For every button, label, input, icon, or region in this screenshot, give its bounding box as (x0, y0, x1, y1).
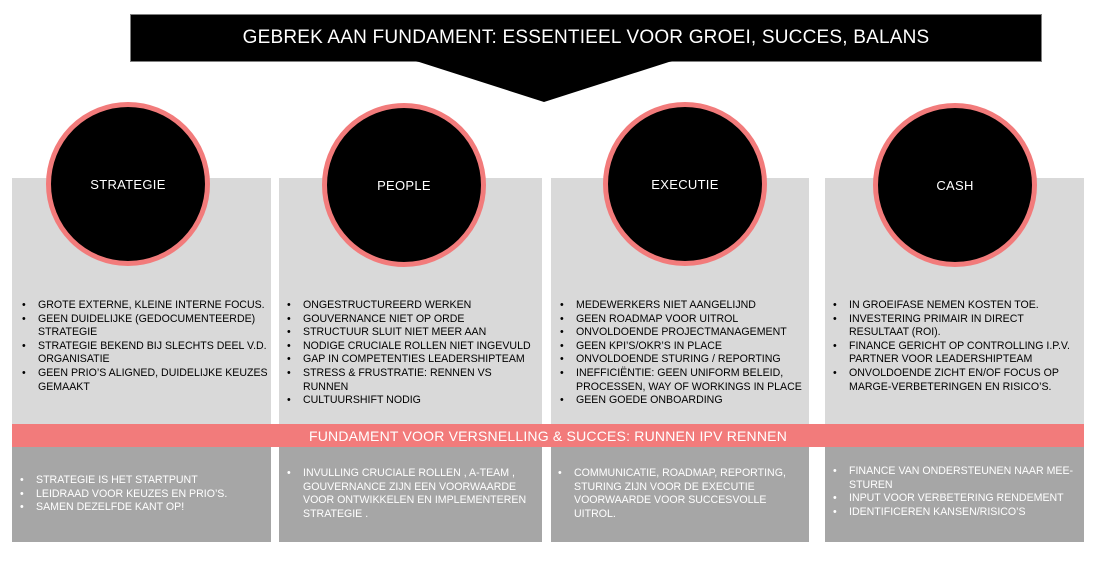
list-item: FINANCE GERICHT OP CONTROLLING I.P.V. PA… (833, 340, 1079, 367)
list-item: COMMUNICATIE, ROADMAP, REPORTING, STURIN… (558, 467, 802, 521)
list-item: ONGESTRUCTUREERD WERKEN (287, 299, 539, 313)
list-item: GEEN KPI’S/OKR’S IN PLACE (560, 340, 806, 354)
people-solution-list: INVULLING CRUCIALE ROLLEN , A-TEAM , GOU… (287, 467, 533, 521)
list-item: STRUCTUUR SLUIT NIET MEER AAN (287, 326, 539, 340)
list-item: CULTUURSHIFT NODIG (287, 394, 539, 408)
list-item: GEEN ROADMAP VOOR UITROL (560, 313, 806, 327)
list-item: GEEN PRIO’S ALIGNED, DUIDELIJKE KEUZES G… (22, 367, 268, 394)
list-item: GEEN GOEDE ONBOARDING (560, 394, 806, 408)
list-item: GOUVERNANCE NIET OP ORDE (287, 313, 539, 327)
list-item: STRESS & FRUSTRATIE: RENNEN VS RUNNEN (287, 367, 539, 394)
circle-executie: EXECUTIE (603, 102, 767, 266)
list-item: ONVOLDOENDE ZICHT EN/OF FOCUS OP MARGE-V… (833, 367, 1079, 394)
list-item: ONVOLDOENDE PROJECTMANAGEMENT (560, 326, 806, 340)
strategie-solution-list: STRATEGIE IS HET STARTPUNT LEIDRAAD VOOR… (20, 474, 266, 515)
list-item: STRATEGIE BEKEND BIJ SLECHTS DEEL V.D. O… (22, 340, 268, 367)
people-problem-list: ONGESTRUCTUREERD WERKEN GOUVERNANCE NIET… (287, 299, 539, 408)
list-item: GAP IN COMPETENTIES LEADERSHIPTEAM (287, 353, 539, 367)
list-item: GROTE EXTERNE, KLEINE INTERNE FOCUS. (22, 299, 268, 313)
fundament-band: FUNDAMENT VOOR VERSNELLING & SUCCES: RUN… (12, 424, 1084, 447)
list-item: LEIDRAAD VOOR KEUZES EN PRIO’S. (20, 488, 266, 502)
list-item: GEEN DUIDELIJKE (GEDOCUMENTEERDE) STRATE… (22, 313, 268, 340)
list-item: INPUT VOOR VERBETERING RENDEMENT (833, 492, 1077, 506)
list-item: INVULLING CRUCIALE ROLLEN , A-TEAM , GOU… (287, 467, 533, 521)
list-item: MEDEWERKERS NIET AANGELIJND (560, 299, 806, 313)
list-item: IDENTIFICEREN KANSEN/RISICO’S (833, 506, 1077, 520)
list-item: INEFFICIËNTIE: GEEN UNIFORM BELEID, PROC… (560, 367, 806, 394)
header-title: GEBREK AAN FUNDAMENT: ESSENTIEEL VOOR GR… (130, 14, 1042, 62)
list-item: IN GROEIFASE NEMEN KOSTEN TOE. (833, 299, 1079, 313)
list-item: INVESTERING PRIMAIR IN DIRECT RESULTAAT … (833, 313, 1079, 340)
cash-solution-list: FINANCE VAN ONDERSTEUNEN NAAR MEE-STUREN… (833, 465, 1077, 519)
list-item: FINANCE VAN ONDERSTEUNEN NAAR MEE-STUREN (833, 465, 1077, 492)
strategie-problem-list: GROTE EXTERNE, KLEINE INTERNE FOCUS. GEE… (22, 299, 268, 394)
circle-strategie: STRATEGIE (46, 102, 210, 266)
list-item: SAMEN DEZELFDE KANT OP! (20, 501, 266, 515)
circle-cash: CASH (873, 103, 1037, 267)
cash-problem-list: IN GROEIFASE NEMEN KOSTEN TOE. INVESTERI… (833, 299, 1079, 394)
down-arrow-shape (416, 61, 672, 102)
list-item: STRATEGIE IS HET STARTPUNT (20, 474, 266, 488)
circle-people: PEOPLE (322, 103, 486, 267)
executie-problem-list: MEDEWERKERS NIET AANGELIJND GEEN ROADMAP… (560, 299, 806, 408)
list-item: NODIGE CRUCIALE ROLLEN NIET INGEVULD (287, 340, 539, 354)
list-item: ONVOLDOENDE STURING / REPORTING (560, 353, 806, 367)
executie-solution-list: COMMUNICATIE, ROADMAP, REPORTING, STURIN… (558, 467, 802, 521)
